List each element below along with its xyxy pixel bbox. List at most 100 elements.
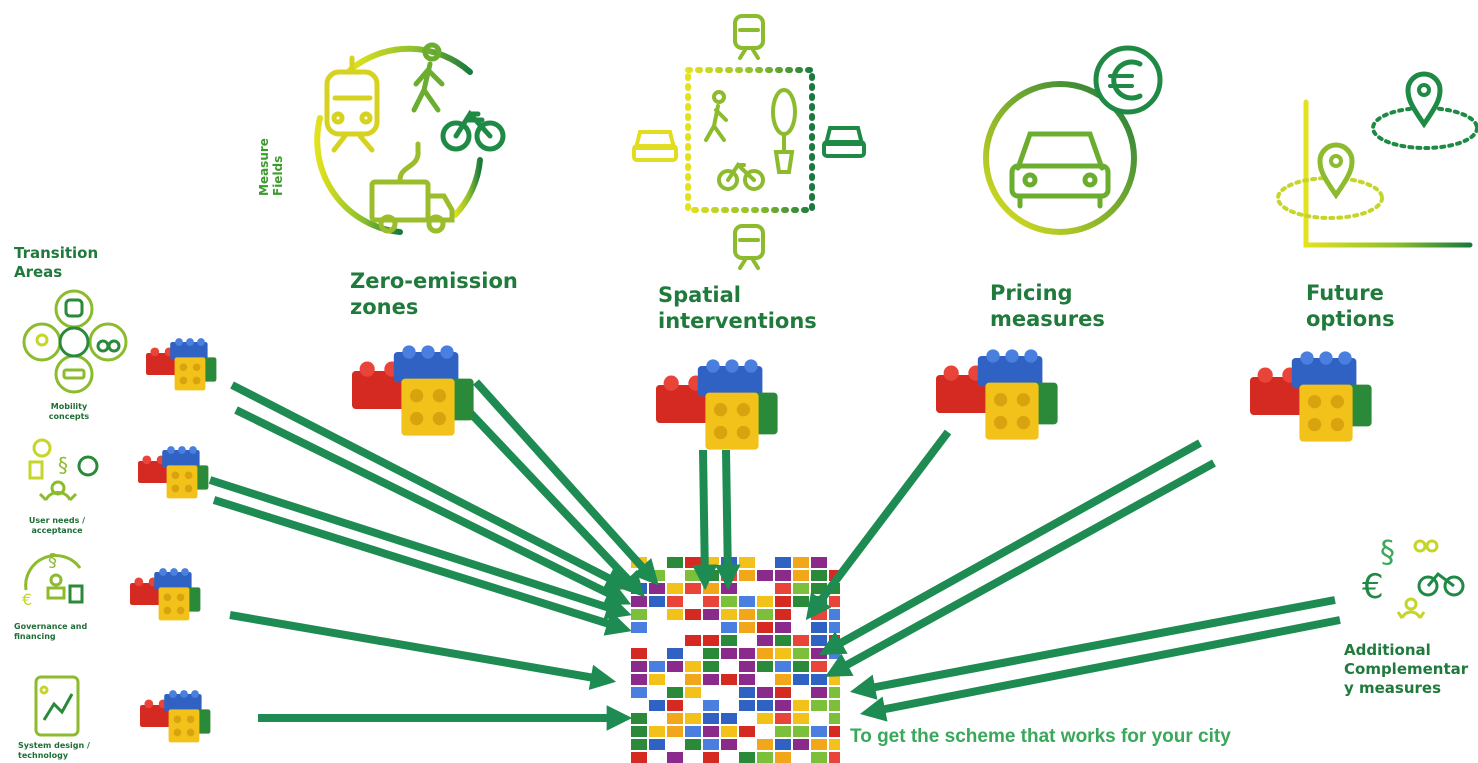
wall-brick bbox=[685, 583, 701, 594]
wall-brick bbox=[793, 713, 809, 724]
zero-emission-line2: zones bbox=[350, 295, 419, 320]
euro-icon bbox=[1093, 45, 1163, 115]
pricing-icon bbox=[983, 45, 1163, 235]
wall-brick bbox=[829, 713, 840, 724]
arrow-zez-1 bbox=[473, 379, 659, 586]
zero-emission-icon bbox=[314, 42, 506, 235]
wall-brick bbox=[703, 726, 719, 737]
arrow-future-2 bbox=[825, 459, 1216, 677]
wall-brick bbox=[631, 713, 647, 724]
wall-brick bbox=[631, 622, 647, 633]
wall-brick bbox=[793, 700, 809, 711]
wall-brick bbox=[703, 752, 719, 763]
wall-brick bbox=[703, 700, 719, 711]
wall-brick bbox=[631, 648, 647, 659]
wall-brick bbox=[739, 700, 755, 711]
additional-line2: Complementar bbox=[1344, 659, 1469, 678]
wall-brick bbox=[757, 570, 773, 581]
wall-brick bbox=[667, 713, 683, 724]
wall-brick bbox=[829, 726, 840, 737]
wall-brick bbox=[757, 752, 773, 763]
wall-brick bbox=[631, 596, 647, 607]
wall-brick bbox=[829, 570, 840, 581]
wall-brick bbox=[829, 622, 840, 633]
wall-brick bbox=[703, 609, 719, 620]
wall-brick bbox=[811, 570, 827, 581]
user-needs-label: User needs / acceptance bbox=[12, 516, 102, 535]
brick-mobility bbox=[146, 338, 217, 391]
brick-zero-emission bbox=[352, 345, 474, 436]
spatial-line2: interventions bbox=[658, 309, 817, 334]
additional-line1: Additional bbox=[1344, 641, 1431, 659]
pricing-line2: measures bbox=[990, 307, 1105, 332]
pricing-label: Pricing measures bbox=[990, 280, 1105, 333]
wall-brick bbox=[685, 739, 701, 750]
wall-brick bbox=[721, 596, 737, 607]
tram-bottom-icon bbox=[733, 224, 765, 270]
pin-icon-top bbox=[1405, 71, 1443, 129]
wall-brick bbox=[649, 700, 665, 711]
wall-brick bbox=[631, 739, 647, 750]
wall-brick bbox=[667, 583, 683, 594]
wall-brick bbox=[649, 726, 665, 737]
pedestrian-icon bbox=[411, 42, 445, 113]
wall-brick bbox=[649, 583, 665, 594]
governance-icon: § € bbox=[22, 550, 84, 609]
additional-line3: y measures bbox=[1344, 678, 1442, 697]
wall-brick bbox=[829, 739, 840, 750]
wall-brick bbox=[811, 700, 827, 711]
wall-brick bbox=[703, 674, 719, 685]
mobility-line2: concepts bbox=[48, 411, 90, 421]
wall-brick bbox=[793, 739, 809, 750]
wall-brick bbox=[793, 648, 809, 659]
user-needs-line1: User needs / bbox=[28, 516, 86, 525]
governance-label: Governance and financing bbox=[14, 622, 114, 641]
wall-brick bbox=[775, 674, 791, 685]
svg-text:€: € bbox=[22, 590, 32, 609]
mobility-line1: Mobility bbox=[50, 402, 88, 411]
arrow-zez-2 bbox=[457, 399, 646, 598]
user-needs-line2: acceptance bbox=[31, 525, 83, 535]
wall-brick bbox=[631, 674, 647, 685]
complementary-measures-icon: § € bbox=[1362, 535, 1465, 619]
wall-brick bbox=[667, 609, 683, 620]
wall-brick bbox=[829, 596, 840, 607]
wall-brick bbox=[667, 648, 683, 659]
wall-brick bbox=[631, 752, 647, 763]
wall-brick bbox=[775, 609, 791, 620]
wall-brick bbox=[775, 687, 791, 698]
spatial-line1: Spatial bbox=[658, 283, 741, 307]
wall-brick bbox=[775, 596, 791, 607]
governance-line2: financing bbox=[14, 631, 56, 641]
wall-brick bbox=[757, 648, 773, 659]
wall-brick bbox=[793, 674, 809, 685]
wall-brick bbox=[649, 661, 665, 672]
wall-brick bbox=[721, 622, 737, 633]
arrow-spatial-2 bbox=[714, 449, 741, 591]
arrow-governance bbox=[229, 611, 617, 690]
lego-wall bbox=[630, 556, 840, 763]
wall-brick bbox=[667, 726, 683, 737]
wall-brick bbox=[739, 648, 755, 659]
wall-brick bbox=[829, 674, 840, 685]
wall-brick bbox=[739, 752, 755, 763]
wall-brick bbox=[793, 570, 809, 581]
wall-brick bbox=[775, 570, 791, 581]
system-design-label: System design / technology bbox=[18, 741, 108, 760]
wall-brick bbox=[631, 609, 647, 620]
wall-brick bbox=[739, 622, 755, 633]
wall-brick bbox=[757, 687, 773, 698]
bicycle-icon bbox=[440, 109, 506, 152]
wall-brick bbox=[829, 687, 840, 698]
wall-brick bbox=[739, 609, 755, 620]
future-options-icon bbox=[1276, 71, 1478, 248]
wall-brick bbox=[775, 557, 791, 568]
wall-brick bbox=[775, 726, 791, 737]
wall-brick bbox=[703, 583, 719, 594]
wall-brick bbox=[703, 648, 719, 659]
wall-brick bbox=[631, 661, 647, 672]
svg-text:§: § bbox=[48, 550, 57, 571]
arrow-user-1 bbox=[208, 476, 632, 620]
wall-brick bbox=[811, 687, 827, 698]
future-line1: Future bbox=[1306, 281, 1384, 305]
